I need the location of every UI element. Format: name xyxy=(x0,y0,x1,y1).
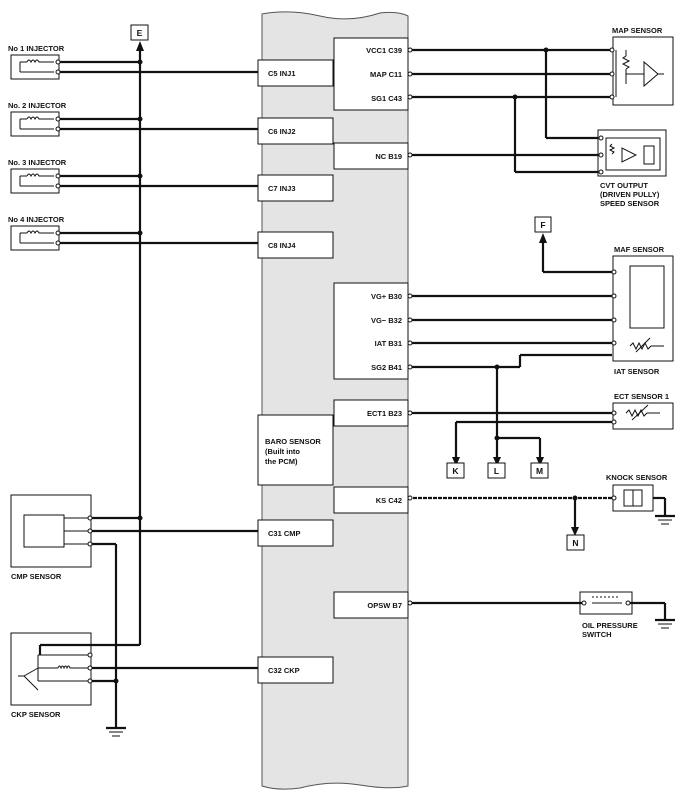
arrow-up-icon xyxy=(136,41,144,51)
cvt-speed-sensor xyxy=(597,129,667,177)
connector-e-label: E xyxy=(137,28,143,38)
arrow-down-icon xyxy=(452,457,460,466)
terminal-vcc1-c39: VCC1 C39 xyxy=(366,46,402,55)
terminal-vg-minus-b32: VG− B32 xyxy=(371,316,402,325)
injector-4: No 4 INJECTOR xyxy=(8,215,65,251)
terminal-iat-b31: IAT B31 xyxy=(375,339,402,348)
ckp-sensor-label: CKP SENSOR xyxy=(11,710,61,719)
thermistor-icon xyxy=(629,341,664,351)
arrow-down-icon xyxy=(493,457,501,466)
resistor-icon xyxy=(608,143,616,155)
terminal-opsw-b7: OPSW B7 xyxy=(367,601,402,610)
cvt-sensor-label-2: (DRIVEN PULLY) xyxy=(600,190,660,199)
connector-n-box xyxy=(566,534,585,551)
baro-sensor-note-2: the PCM) xyxy=(265,457,298,466)
connector-m-label: M xyxy=(536,466,543,476)
injector-1: No 1 INJECTOR xyxy=(8,44,65,80)
resistor-icon xyxy=(621,55,631,70)
maf-sensor-label: MAF SENSOR xyxy=(614,245,665,254)
amplifier-icon xyxy=(621,147,638,163)
connector-f-label: F xyxy=(540,220,545,230)
pcm-left-terminals xyxy=(257,59,334,684)
cmp-sensor-label: CMP SENSOR xyxy=(11,572,62,581)
terminal-c32-ckp: C32 CKP xyxy=(268,666,300,675)
maf-sensor xyxy=(611,255,674,362)
terminal-nc-b19: NC B19 xyxy=(375,152,402,161)
map-sensor-label: MAP SENSOR xyxy=(612,26,663,35)
coil-icon xyxy=(57,665,88,670)
ground-icon xyxy=(655,514,675,525)
oil-switch-label-2: SWITCH xyxy=(582,630,612,639)
terminal-c8-inj4: C8 INJ4 xyxy=(268,241,296,250)
ect-sensor-label: ECT SENSOR 1 xyxy=(614,392,669,401)
injector-1-label: No 1 INJECTOR xyxy=(8,44,65,53)
baro-sensor-label: BARO SENSOR xyxy=(265,437,321,446)
coil-icon xyxy=(26,116,54,121)
oil-pressure-switch xyxy=(579,591,633,615)
connector-l-label: L xyxy=(494,466,499,476)
knock-sensor xyxy=(611,484,654,512)
coil-icon xyxy=(26,59,54,64)
oil-switch-label: OIL PRESSURE xyxy=(582,621,638,630)
terminal-ks-c42: KS C42 xyxy=(376,496,402,505)
map-sensor xyxy=(609,36,674,106)
arrow-down-icon xyxy=(536,457,544,466)
iat-sensor-label: IAT SENSOR xyxy=(614,367,660,376)
injector-2: No. 2 INJECTOR xyxy=(8,101,67,137)
knock-sensor-label: KNOCK SENSOR xyxy=(606,473,668,482)
terminal-c31-cmp: C31 CMP xyxy=(268,529,301,538)
injector-3: No. 3 INJECTOR xyxy=(8,158,67,194)
injector-3-label: No. 3 INJECTOR xyxy=(8,158,67,167)
injector-4-label: No 4 INJECTOR xyxy=(8,215,65,224)
connector-k-label: K xyxy=(452,466,459,476)
connector-f-box xyxy=(534,216,552,233)
connector-n-label: N xyxy=(572,538,578,548)
pcm-right-terminals xyxy=(333,37,409,619)
connector-k-box xyxy=(446,462,465,479)
ect-sensor xyxy=(611,402,674,430)
terminal-vg-plus-b30: VG+ B30 xyxy=(371,292,402,301)
cmp-sensor: CMP SENSOR xyxy=(10,494,93,581)
arrow-up-icon xyxy=(539,233,547,243)
connector-l-box xyxy=(487,462,506,479)
arrow-down-icon xyxy=(571,527,579,536)
connector-m-box xyxy=(530,462,549,479)
terminal-sg1-c43: SG1 C43 xyxy=(371,94,402,103)
terminal-map-c11: MAP C11 xyxy=(370,70,402,79)
terminal-c5-inj1: C5 INJ1 xyxy=(268,69,296,78)
terminal-c6-inj2: C6 INJ2 xyxy=(268,127,296,136)
injector-2-label: No. 2 INJECTOR xyxy=(8,101,67,110)
thermistor-icon xyxy=(625,408,660,418)
cvt-sensor-label-3: SPEED SENSOR xyxy=(600,199,660,208)
terminal-sg2-b41: SG2 B41 xyxy=(371,363,402,372)
ground-icon xyxy=(106,726,126,737)
terminal-ect1-b23: ECT1 B23 xyxy=(367,409,402,418)
ground-icon xyxy=(655,618,675,629)
coil-icon xyxy=(26,230,54,235)
sensor-element-icon xyxy=(23,514,65,548)
coil-icon xyxy=(26,173,54,178)
connector-e-box xyxy=(130,24,149,41)
cvt-sensor-label: CVT OUTPUT xyxy=(600,181,648,190)
terminal-c7-inj3: C7 INJ3 xyxy=(268,184,296,193)
baro-sensor-note-1: (Built into xyxy=(265,447,300,456)
